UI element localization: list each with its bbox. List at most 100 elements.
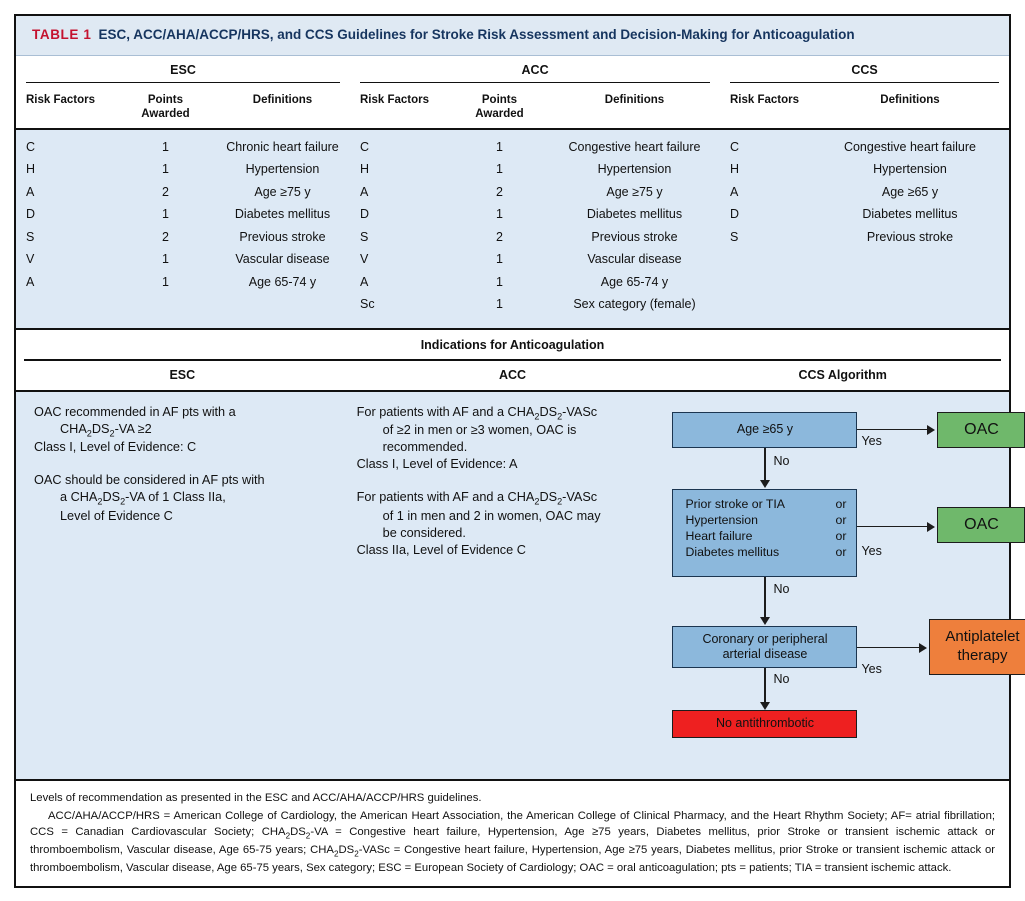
cell-esc-risk-factor	[16, 298, 116, 311]
cell-acc-definition: Diabetes mellitus	[586, 207, 683, 222]
cell-esc-risk-factor: A	[26, 274, 35, 289]
cell-esc-definition	[215, 298, 350, 311]
flow-node-oac-2[interactable]: OAC	[937, 506, 1025, 543]
cell-esc-points: 1	[161, 274, 169, 289]
cell-ccs-risk-factor	[720, 276, 811, 289]
col-header-esc-definitions: Definitions	[252, 94, 313, 106]
flow-risk-line-text: Prior stroke or TIA	[685, 496, 786, 511]
group-rule-acc	[360, 82, 711, 83]
flow-edge-cad-no	[764, 667, 767, 704]
flow-arrowhead-cad-no	[760, 701, 771, 710]
flow-risk-line-text: Hypertension	[685, 512, 758, 527]
table-row: C 1 Chronic heart failure C 1 Congestive hear…	[16, 136, 1009, 159]
acc-para-2: For patients with AF and a CHA2DS2-VASc …	[356, 490, 601, 557]
esc-recommendations: OAC recommended in AF pts with a CHA2DS2…	[16, 404, 349, 770]
cell-acc-definition: Previous stroke	[591, 229, 678, 244]
cell-acc-risk-factor: D	[360, 207, 370, 222]
cell-acc-definition: Sex category (female)	[573, 297, 696, 312]
footnote-line-1: Levels of recommendation as presented in…	[30, 792, 482, 805]
cell-ccs-definition: Congestive heart failure	[843, 139, 976, 154]
cell-acc-definition: Age 65-74 y	[600, 274, 669, 289]
subheader-esc: ESC	[169, 367, 196, 382]
cell-esc-points: 1	[161, 162, 169, 177]
cell-acc-points: 1	[495, 207, 503, 222]
cell-acc-risk-factor: A	[360, 274, 369, 289]
footnote-block: Levels of recommendation as presented in…	[16, 779, 1009, 886]
cell-acc-risk-factor: C	[360, 139, 370, 154]
cell-ccs-risk-factor: A	[730, 184, 739, 199]
cell-acc-points: 2	[495, 184, 503, 199]
flow-node-no-antithrombotic[interactable]: No antithrombotic	[672, 709, 858, 738]
flow-node-coronary-line2: arterial disease	[722, 646, 808, 661]
cell-ccs-risk-factor: D	[730, 207, 740, 222]
indications-section: Indications for Anticoagulation ESC ACC …	[16, 327, 1009, 392]
cell-acc-risk-factor: Sc	[360, 297, 375, 312]
cell-esc-points: 1	[161, 139, 169, 154]
group-header-ccs: CCS	[720, 56, 1009, 87]
ccs-algorithm-flowchart: Age ≥65 y Yes OAC No Prior stroke or TIA…	[656, 404, 1025, 770]
flow-arrowhead-risk-no	[760, 616, 771, 625]
cell-ccs-definition: Previous stroke	[866, 229, 954, 244]
cell-acc-definition: Congestive heart failure	[568, 139, 701, 154]
cell-acc-risk-factor: H	[360, 162, 370, 177]
risk-rows-container: C 1 Chronic heart failure C 1 Congestive hear…	[16, 129, 1009, 328]
cell-esc-definition: Age ≥75 y	[254, 184, 311, 199]
flow-edge-risk-yes	[857, 525, 928, 528]
cell-esc-risk-factor: S	[26, 229, 35, 244]
col-header-ccs-risk-factors: Risk Factors	[730, 94, 800, 106]
cell-acc-points: 1	[495, 274, 503, 289]
cell-esc-risk-factor: A	[26, 184, 35, 199]
page-title: ESC, ACC/AHA/ACCP/HRS, and CCS Guideline…	[98, 27, 855, 42]
cell-ccs-definition: Hypertension	[873, 162, 947, 177]
flow-label-yes-2: Yes	[861, 543, 882, 558]
flow-label-yes-1: Yes	[861, 433, 882, 448]
cell-acc-definition: Hypertension	[597, 162, 672, 177]
esc-para-1: OAC recommended in AF pts with a CHA2DS2…	[34, 404, 236, 455]
flow-risk-line-3: Heart failure or	[685, 529, 846, 545]
flow-arrowhead-cad-yes	[919, 642, 928, 653]
flow-risk-line-or: or	[835, 496, 847, 511]
flow-label-yes-3: Yes	[861, 661, 882, 676]
flow-risk-line-or: or	[835, 512, 847, 527]
cell-esc-definition: Chronic heart failure	[226, 139, 339, 154]
cell-esc-risk-factor: V	[26, 252, 35, 267]
flow-risk-line-2: Hypertension or	[685, 513, 846, 529]
flow-risk-line-or: or	[835, 528, 847, 543]
cell-esc-risk-factor: D	[26, 207, 36, 222]
flow-node-antiplatelet[interactable]: Antiplatelet therapy	[929, 618, 1025, 675]
flow-edge-age-yes	[857, 428, 928, 431]
cell-acc-points: 1	[495, 139, 503, 154]
indications-body: OAC recommended in AF pts with a CHA2DS2…	[16, 391, 1025, 780]
cell-esc-risk-factor: H	[26, 162, 36, 177]
cell-acc-risk-factor: V	[360, 252, 369, 267]
cell-esc-points: 1	[161, 252, 169, 267]
cell-ccs-definition: Diabetes mellitus	[862, 207, 958, 222]
cell-ccs-risk-factor: S	[730, 229, 739, 244]
subheader-ccs: CCS Algorithm	[798, 367, 887, 382]
indications-title: Indications for Anticoagulation	[24, 330, 1001, 361]
subheader-acc: ACC	[498, 367, 527, 382]
flow-node-age[interactable]: Age ≥65 y	[672, 411, 858, 448]
cell-ccs-risk-factor: C	[730, 139, 740, 154]
flow-node-coronary[interactable]: Coronary or peripheral arterial disease	[672, 625, 858, 668]
group-rule-ccs	[730, 82, 1000, 83]
flow-node-oac-1[interactable]: OAC	[937, 411, 1025, 448]
flow-risk-line-text: Heart failure	[685, 528, 753, 543]
cell-esc-points: 2	[161, 229, 169, 244]
flow-edge-cad-yes	[857, 646, 920, 649]
col-header-ccs-definitions: Definitions	[880, 94, 940, 106]
flow-edge-risk-no	[764, 576, 767, 619]
flow-label-no-1: No	[773, 453, 790, 468]
acc-recommendations: For patients with AF and a CHA2DS2-VASc …	[349, 404, 657, 770]
